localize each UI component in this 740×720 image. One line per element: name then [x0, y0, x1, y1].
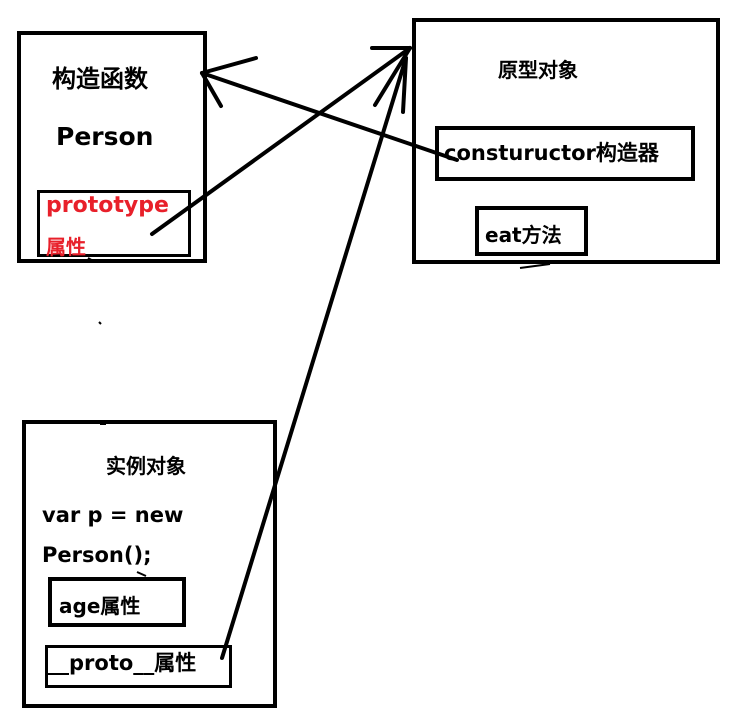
- age-property-box: [48, 577, 186, 627]
- eat-method-box: [475, 206, 588, 256]
- instance-object-box: [22, 420, 277, 708]
- prototype-property-box: [37, 190, 191, 257]
- constructor-function-name: Person: [56, 122, 154, 151]
- instance-code-line1: var p = new: [42, 503, 184, 527]
- instance-code-line2: Person();: [42, 543, 152, 567]
- age-property-label: age属性: [59, 594, 141, 618]
- constructor-property-box: [435, 126, 695, 181]
- prototype-object-title: 原型对象: [498, 58, 578, 82]
- eat-method-label: eat方法: [485, 223, 562, 247]
- instance-object-title: 实例对象: [106, 454, 186, 478]
- constructor-function-box: [17, 31, 207, 263]
- prototype-object-box: [412, 18, 720, 264]
- proto-property-label: __proto__属性: [48, 651, 197, 675]
- arrow-proto-to-prototype-object: [220, 56, 408, 660]
- constructor-property-label: constuructor构造器: [444, 141, 659, 165]
- prototype-property-label-line1: prototype: [46, 193, 169, 218]
- proto-property-box: [45, 645, 232, 688]
- prototype-property-label-line2: 属性: [46, 235, 86, 259]
- constructor-function-title: 构造函数: [52, 65, 148, 93]
